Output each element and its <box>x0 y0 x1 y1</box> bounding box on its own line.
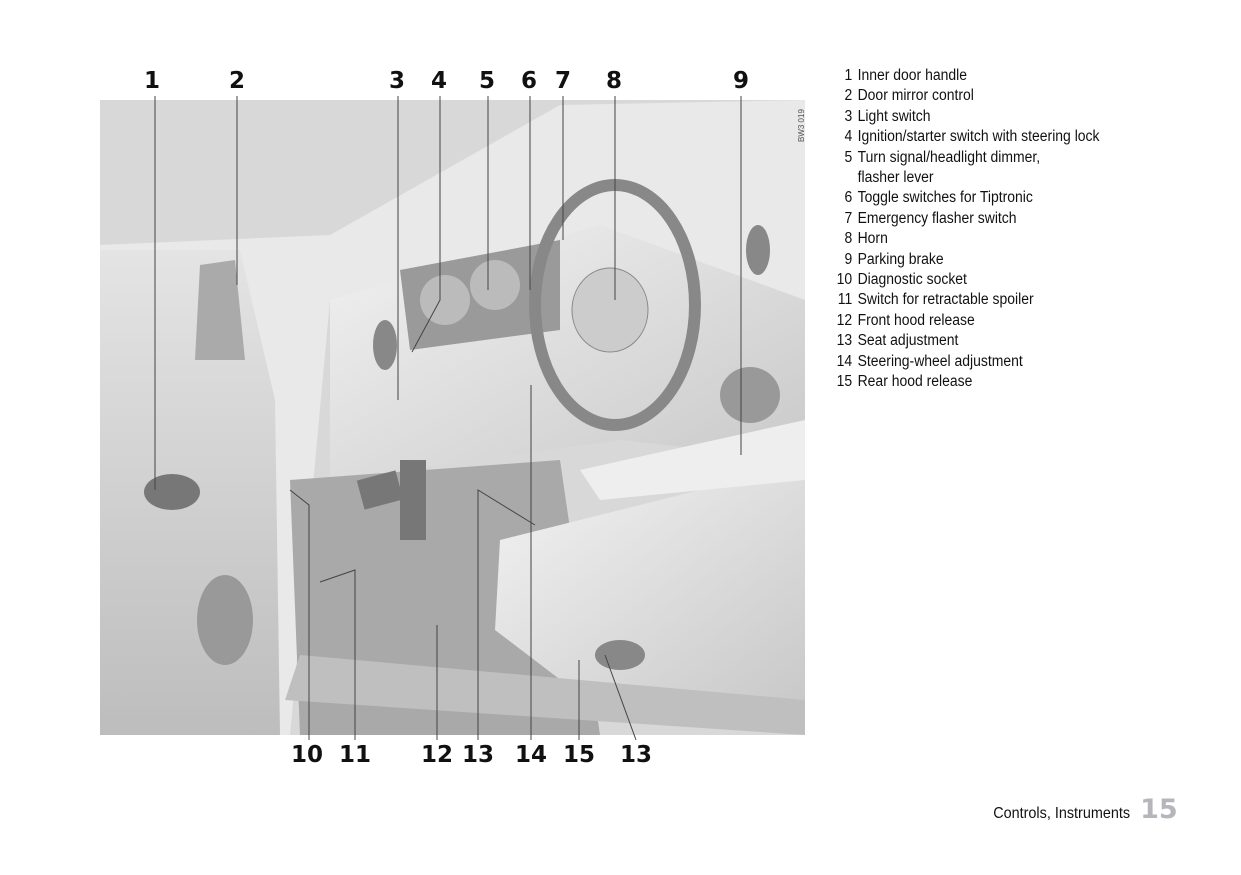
legend-number: 2 <box>844 87 853 105</box>
legend-text: Seat adjustment <box>857 332 959 350</box>
legend-number: 8 <box>844 230 853 248</box>
seat <box>495 480 805 710</box>
legend-text: Light switch <box>857 107 931 125</box>
callout-8: 8 <box>605 68 623 94</box>
legend-text: Emergency flasher switch <box>857 209 1017 227</box>
legend-text: Parking brake <box>857 250 944 268</box>
legend-number: 4 <box>844 128 853 146</box>
callout-5: 5 <box>478 68 496 94</box>
section-title: Controls, Instruments <box>993 805 1131 822</box>
callout-7: 7 <box>554 68 572 94</box>
door-handle <box>144 474 200 510</box>
legend-text: Rear hood release <box>857 373 973 391</box>
callout-2: 2 <box>228 68 246 94</box>
legend-text: Ignition/starter switch with steering lo… <box>857 128 1100 146</box>
legend-number: 10 <box>836 271 853 289</box>
callout-4: 4 <box>430 68 448 94</box>
callout-9: 9 <box>732 68 750 94</box>
page-footer: Controls, Instruments 15 <box>978 794 1178 825</box>
legend-text: flasher lever <box>857 169 934 187</box>
legend-text: Inner door handle <box>857 67 967 84</box>
legend-number: 15 <box>836 373 853 391</box>
dash-speaker <box>720 367 780 423</box>
page-number: 15 <box>1140 794 1178 825</box>
legend-text: Switch for retractable spoiler <box>857 291 1034 309</box>
legend-text: Front hood release <box>857 311 975 329</box>
legend-number: 3 <box>844 107 853 125</box>
legend-number: 11 <box>837 291 853 309</box>
door-speaker <box>197 575 253 665</box>
legend-number: 13 <box>836 332 853 350</box>
legend-number: 6 <box>844 189 853 207</box>
legend-text: Steering-wheel adjustment <box>857 352 1023 370</box>
callout-1: 1 <box>143 68 161 94</box>
legend-number: 5 <box>844 148 853 166</box>
callout-6: 6 <box>520 68 538 94</box>
legend-text: Toggle switches for Tiptronic <box>857 189 1033 207</box>
callout-11: 11 <box>338 742 372 768</box>
legend-text: Door mirror control <box>857 87 974 105</box>
legend-number: 9 <box>844 250 853 268</box>
callout-12: 12 <box>420 742 454 768</box>
callout-13: 13 <box>461 742 495 768</box>
callout-14: 14 <box>514 742 548 768</box>
legend-number: 12 <box>836 311 853 329</box>
legend-number: 14 <box>836 352 853 370</box>
figure-code: BW3 019 <box>797 109 806 142</box>
legend-number: 1 <box>844 67 853 84</box>
callout-13b: 13 <box>619 742 653 768</box>
callout-10: 10 <box>290 742 324 768</box>
legend-item-continued: flasher lever <box>836 168 1100 188</box>
legend-text: Turn signal/headlight dimmer, <box>857 148 1041 166</box>
door-sill <box>285 655 805 735</box>
legend-text: Diagnostic socket <box>857 271 967 289</box>
legend-text: Horn <box>857 230 888 248</box>
callout-3: 3 <box>388 68 406 94</box>
legend-number: 7 <box>844 209 853 227</box>
callout-15: 15 <box>562 742 596 768</box>
